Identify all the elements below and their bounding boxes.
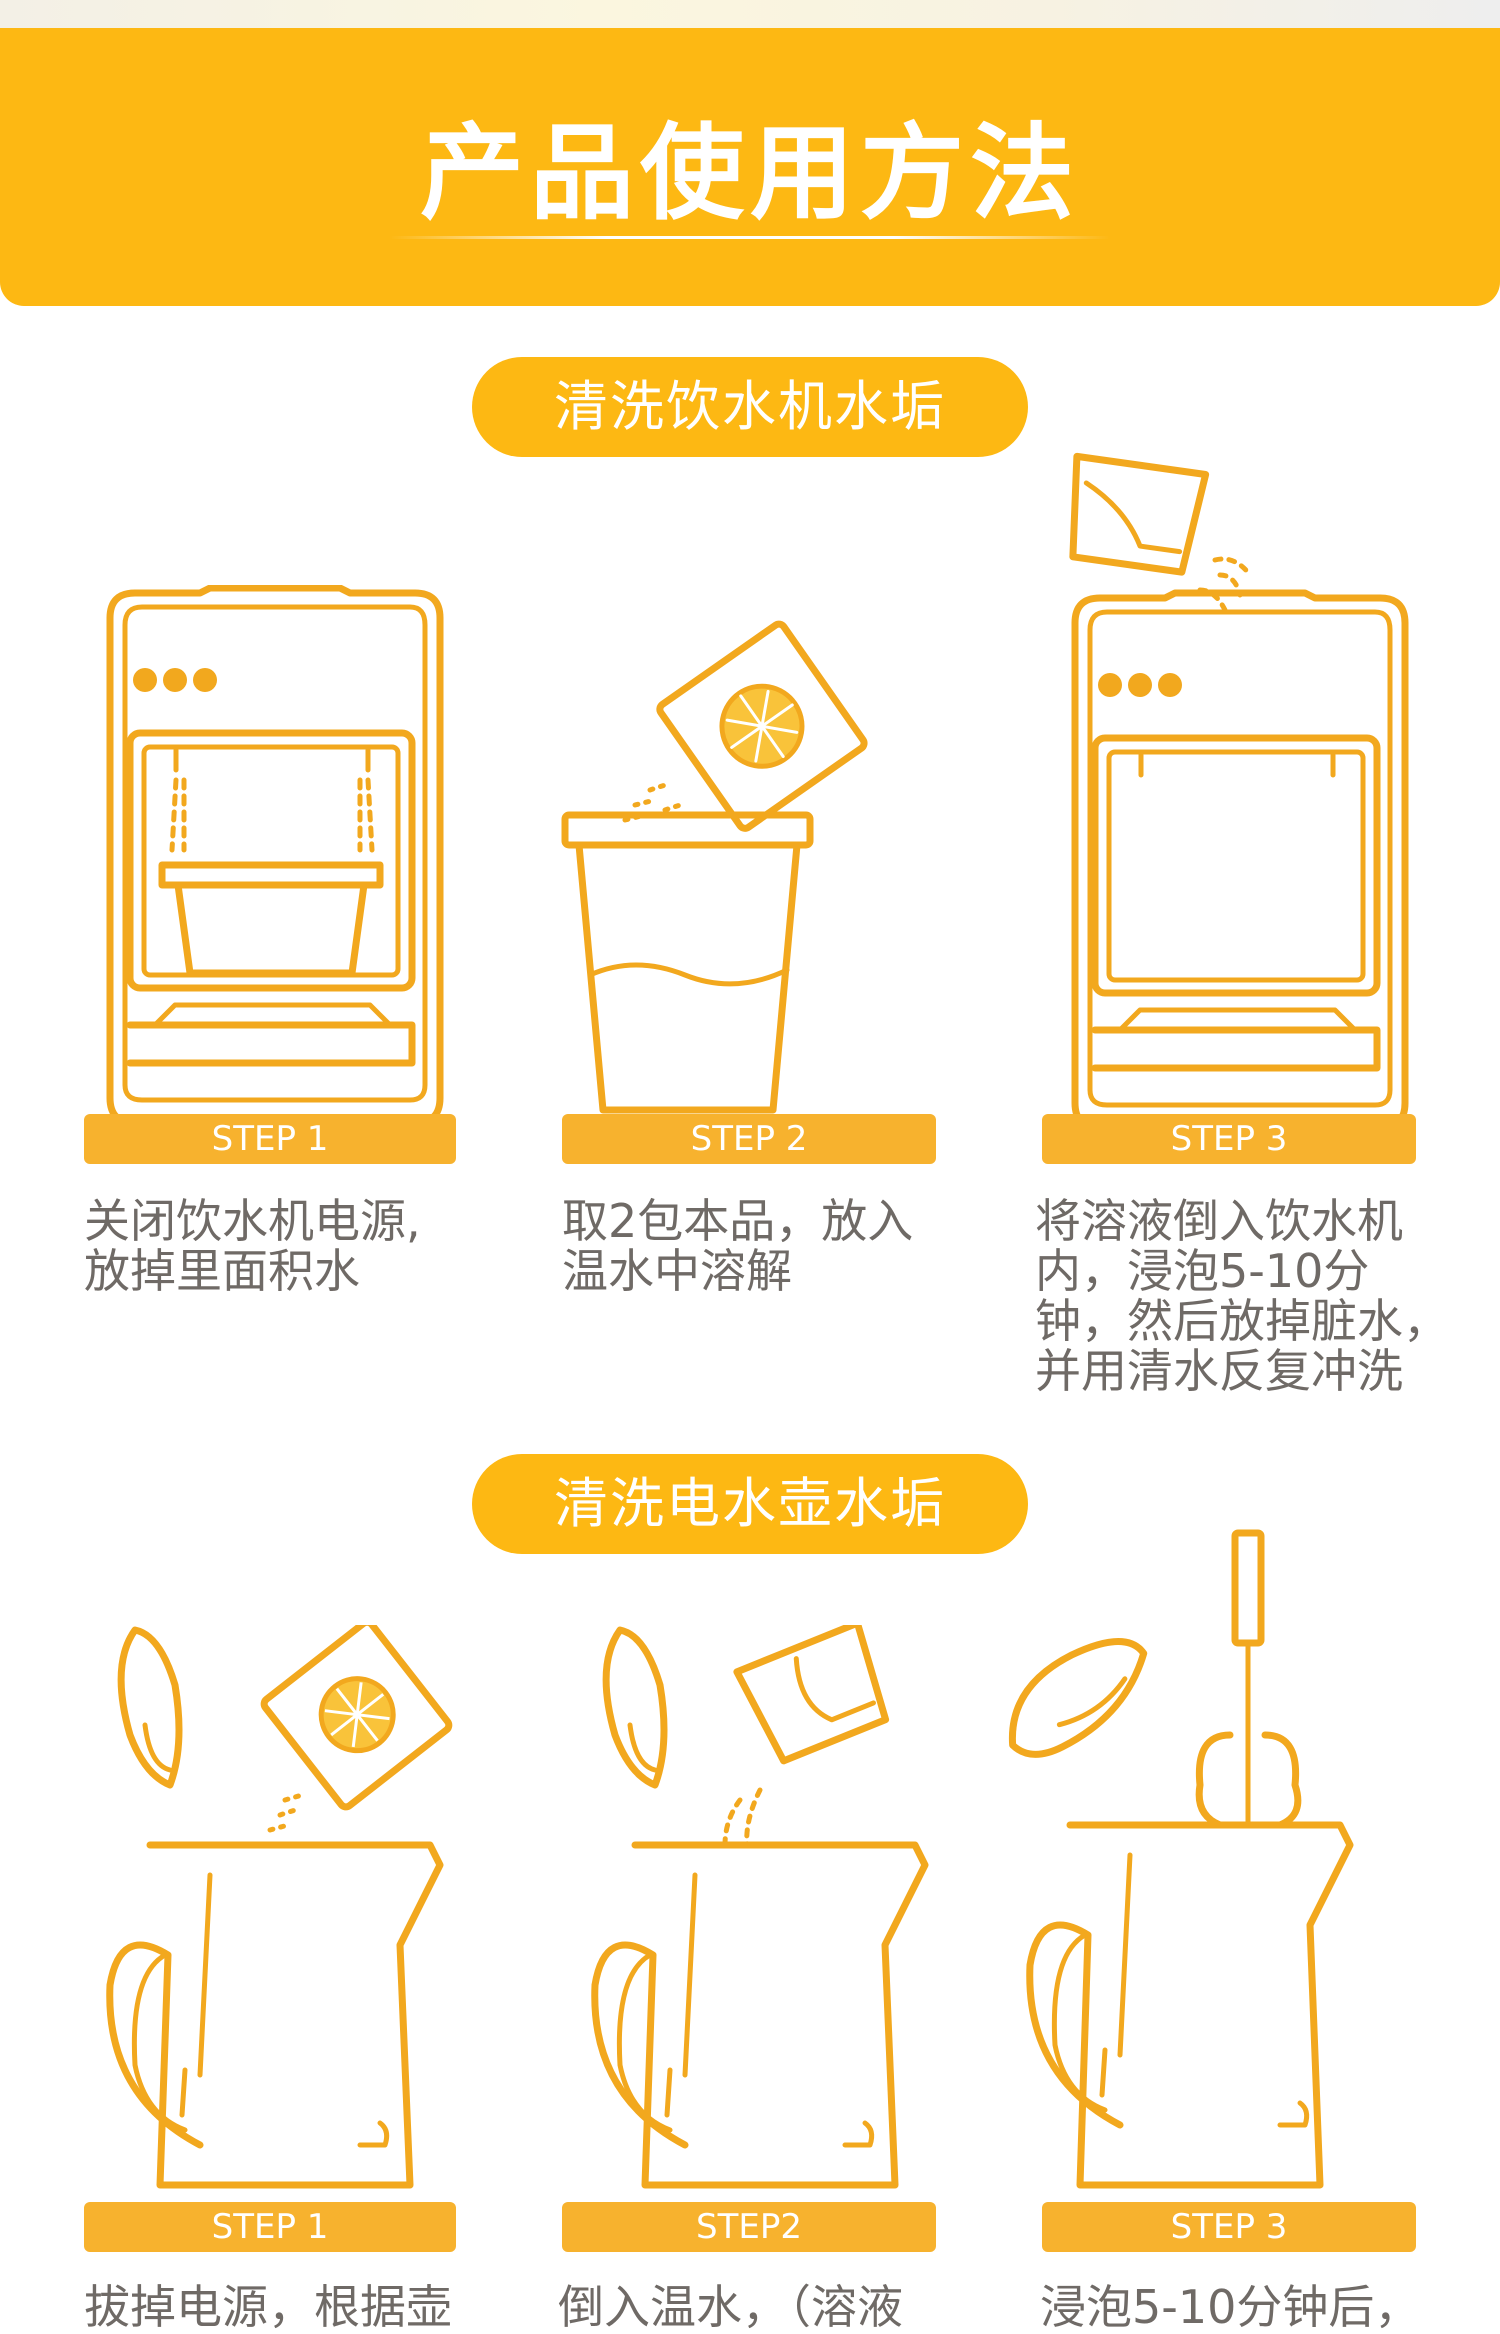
title-underline: [390, 236, 1110, 239]
caption-line: 并用清水反复冲洗: [1035, 1344, 1403, 1398]
step-3-caption: 将溶液倒入饮水机 内，浸泡5-10分 钟，然后放掉脏水， 并用清水反复冲洗: [1035, 1196, 1449, 1396]
cup-with-sachet-icon: [561, 620, 868, 1114]
caption-line: 拔掉电源，根据壶: [84, 2280, 452, 2334]
caption-line: 浸泡5-10分钟后，: [1040, 2280, 1421, 2334]
step-1-caption: 关闭饮水机电源, 放掉里面积水: [84, 1196, 421, 1296]
lemon-sachet-icon: [260, 1625, 453, 1811]
section-title-dispenser: 清洗饮水机水垢: [472, 357, 1028, 457]
pouring-cup-icon: [733, 1625, 890, 1765]
kettle-step-1-bar: STEP 1: [84, 2202, 456, 2252]
caption-line: 温水中溶解: [562, 1244, 792, 1298]
caption-line: 内，浸泡5-10分: [1035, 1244, 1370, 1298]
caption-line: 关闭饮水机电源,: [84, 1194, 421, 1248]
kettle-step-2-caption: 倒入温水，（溶液: [558, 2282, 903, 2332]
top-image-strip: [0, 0, 1500, 28]
step-1-bar: STEP 1: [84, 1114, 456, 1164]
kettle-icon: [1008, 1529, 1354, 2189]
kettle-step-1-caption: 拔掉电源，根据壶: [84, 2282, 452, 2332]
kettle-step-2-bar: STEP2: [562, 2202, 936, 2252]
water-dispenser-icon: [106, 585, 444, 1125]
section-title-kettle: 清洗电水壶水垢: [472, 1454, 1028, 1554]
caption-line: 倒入温水，（溶液: [558, 2280, 903, 2334]
caption-line: 放掉里面积水: [84, 1244, 360, 1298]
step-3-bar: STEP 3: [1042, 1114, 1416, 1164]
pouring-cup-icon: [1069, 452, 1409, 1130]
caption-line: 将溶液倒入饮水机: [1035, 1194, 1403, 1248]
kettle-step-3-bar: STEP 3: [1042, 2202, 1416, 2252]
step-2-caption: 取2包本品，放入 温水中溶解: [562, 1196, 913, 1296]
header-banner: [0, 28, 1500, 306]
caption-line: 取2包本品，放入: [562, 1194, 914, 1248]
kettle-step-3-caption: 浸泡5-10分钟后，: [1040, 2282, 1420, 2332]
brush-icon: [1195, 1529, 1302, 1829]
page-title: 产品使用方法: [419, 112, 1080, 234]
step-2-bar: STEP 2: [562, 1114, 936, 1164]
kettle-icon: [106, 1625, 453, 2189]
kettle-icon: [591, 1625, 929, 2189]
caption-line: 钟，然后放掉脏水，: [1035, 1294, 1449, 1348]
